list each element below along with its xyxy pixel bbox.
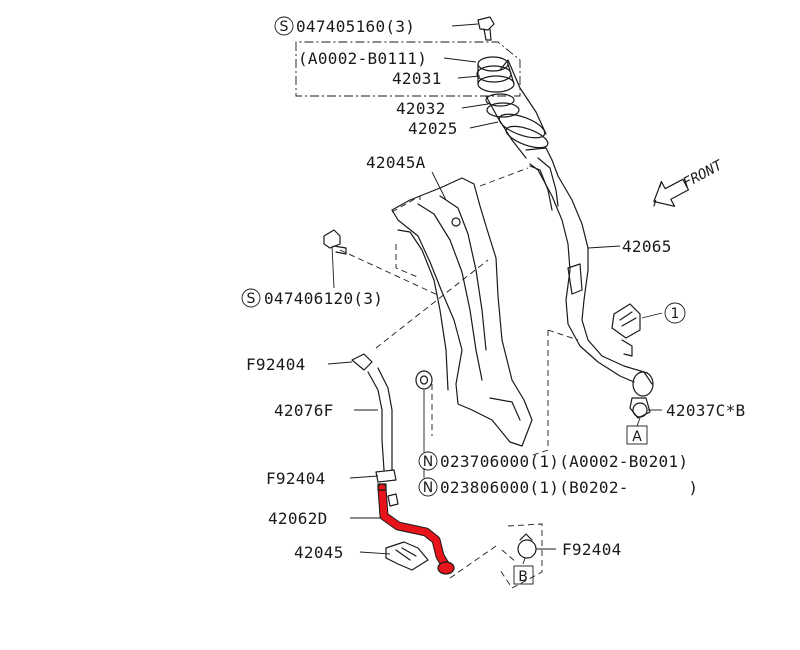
part-number-label: 42076F [274,401,334,420]
bracket-clip-part [611,303,641,357]
vent-hose-part [351,353,397,483]
reference-circle-1[interactable]: 1 [664,302,686,324]
part-number-label: 42045A [366,153,426,172]
leader-lines [327,23,663,565]
callout-symbol: N [423,480,433,496]
highlighted-hose-part [377,483,455,575]
filler-neck-part [476,16,654,419]
clamp-lower-part [517,533,537,559]
part-number-label: 023806000(1)(B0202- ) [440,478,698,497]
part-number-label: F92404 [266,469,326,488]
reference-letter: A [632,429,642,445]
reference-number: 1 [671,306,680,322]
reference-box-B[interactable]: B [513,565,534,585]
part-number-label: 42065 [622,237,672,256]
part-number-label: 047405160(3) [296,17,415,36]
part-number-label: 023706000(1)(A0002-B0201) [440,452,688,471]
part-number-label: 42045 [294,543,344,562]
front-label: FRONT [680,157,726,192]
part-number-label: 42031 [392,69,442,88]
callout-047406120: S 047406120(3) [241,288,383,308]
protector-small-part [385,541,429,571]
part-number-label: 42037C*B [666,401,745,420]
reference-letter: B [518,569,528,585]
serial-range-label: (A0002-B0111) [298,49,427,68]
callout-box-top [295,41,521,97]
callout-symbol: S [247,291,256,307]
reference-box-A[interactable]: A [626,425,648,445]
part-number-label: 047406120(3) [264,289,383,308]
part-number-label: 42032 [396,99,446,118]
callout-symbol: N [423,454,433,470]
nut-023706000 [415,370,433,390]
callout-symbol: S [280,19,289,35]
part-number-label: F92404 [562,540,622,559]
bolt-047406120 [323,229,347,255]
part-number-label: F92404 [246,355,306,374]
front-arrow-icon [653,178,690,207]
callout-047405160: S 047405160(3) [274,16,415,36]
part-number-label: 42025 [408,119,458,138]
protector-plate-part [391,177,533,447]
callout-023706000: N 023706000(1)(A0002-B0201) [418,451,688,471]
assembly-lines [339,167,579,589]
callout-023806000: N 023806000(1)(B0202- ) [418,477,698,497]
part-number-label: 42062D [268,509,328,528]
